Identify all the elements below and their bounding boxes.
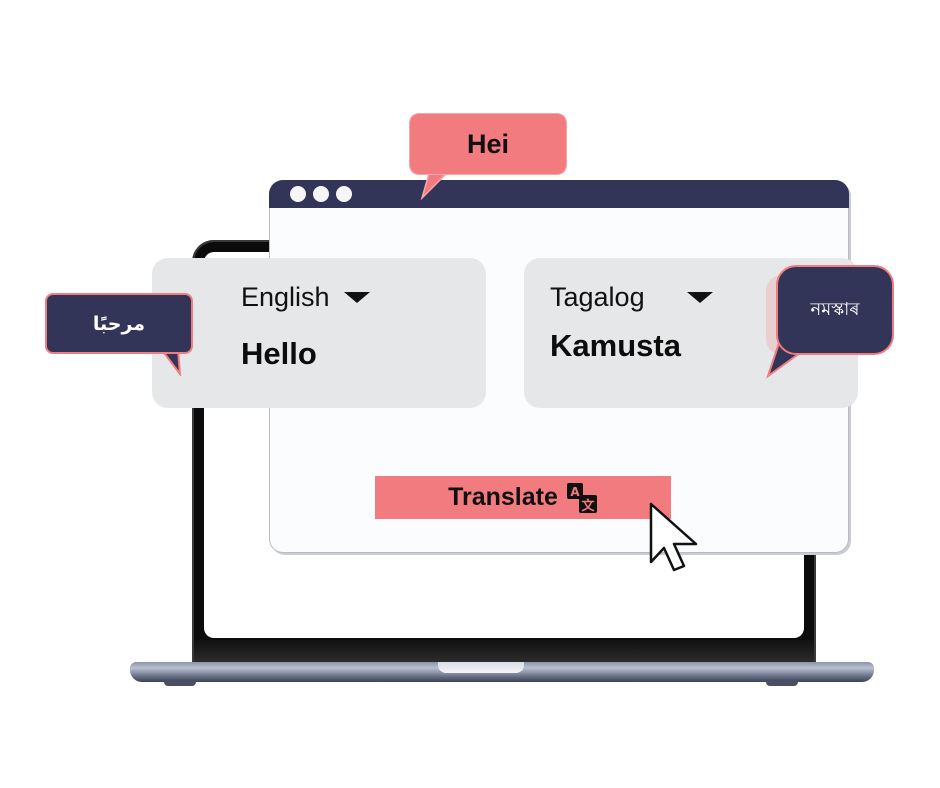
bubble-tail — [420, 170, 452, 200]
speech-bubble-assamese: নমস্কাৰ — [776, 265, 894, 355]
bubble-text: مرحبًا — [92, 312, 146, 335]
target-language-select[interactable]: Tagalog — [550, 282, 713, 313]
window-title-bar — [269, 180, 849, 208]
window-control-dot[interactable] — [290, 186, 306, 202]
target-language-label: Tagalog — [550, 282, 645, 312]
translate-button-label: Translate — [448, 483, 558, 511]
source-language-select[interactable]: English — [241, 282, 370, 313]
bubble-text: নমস্কাৰ — [810, 298, 860, 320]
laptop-chin — [194, 640, 814, 664]
speech-bubble-arabic: مرحبًا — [45, 293, 193, 354]
caret-down-icon — [343, 292, 370, 303]
speech-bubble-norwegian: Hei — [409, 113, 567, 175]
laptop-foot-left — [164, 681, 196, 686]
bubble-tail — [160, 350, 182, 376]
source-language-label: English — [241, 282, 330, 312]
window-control-dot[interactable] — [313, 186, 329, 202]
laptop-notch — [438, 662, 524, 673]
source-language-panel — [152, 258, 486, 408]
target-text: Kamusta — [550, 328, 681, 363]
laptop-foot-right — [766, 681, 798, 686]
translate-button[interactable]: Translate A 文 — [375, 476, 671, 519]
svg-text:文: 文 — [581, 498, 595, 514]
window-control-dot[interactable] — [336, 186, 352, 202]
mouse-cursor-icon — [649, 502, 698, 572]
source-text[interactable]: Hello — [241, 336, 317, 371]
bubble-text: Hei — [466, 128, 510, 159]
translate-icon: A 文 — [566, 482, 597, 514]
svg-text:A: A — [570, 485, 580, 499]
caret-down-icon — [686, 292, 713, 303]
